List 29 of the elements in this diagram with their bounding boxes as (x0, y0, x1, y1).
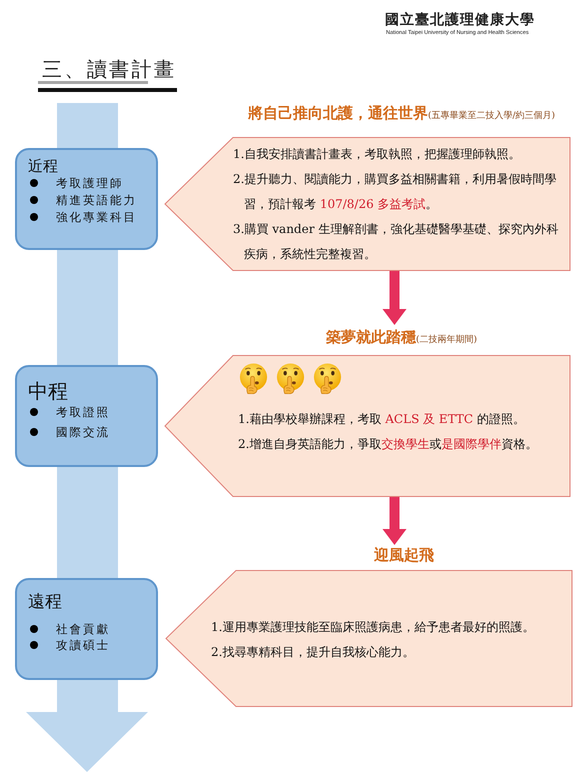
callout-heading: 築夢就此踏穩(二技兩年期間) (326, 328, 478, 348)
goal-item: 強化專業科目 (56, 209, 137, 225)
goal-item: 考取證照 (56, 404, 110, 420)
callout-heading: 將自己推向北護，通往世界(五專畢業至二技入學/約三個月) (248, 104, 556, 124)
goal-item: 社會貢獻 (56, 621, 110, 637)
callout-heading: 迎風起飛 (374, 546, 434, 564)
plan-item: 3.購買 vander 生理解剖書，強化基礎醫學基礎、探究內外科疾病，系統性完整複習。 (233, 221, 560, 263)
plan-item: 2.提升聽力、閱讀能力，購買多益相關書籍，利用暑假時間學習，預計報考 107/8/26 多益考試。 (233, 171, 558, 213)
goal-item: 攻讀碩士 (56, 637, 110, 653)
callout-panel (163, 545, 573, 707)
stage-card (15, 578, 158, 680)
university-name: 國立臺北護理健康大學 (385, 12, 535, 29)
page-title: 三、讀書計畫 (42, 57, 176, 81)
stage-heading: 中程 (28, 380, 68, 402)
goal-item: 國際交流 (56, 424, 110, 440)
plan-item: 1.藉由學校舉辦課程，考取 ACLS 及 ETTC 的證照。 (238, 411, 525, 428)
plan-item: 2.增進自身英語能力，爭取交換學生或是國際學伴資格。 (238, 436, 538, 453)
plan-item: 1.運用專業護理技能至臨床照護病患，給予患者最好的照護。 (211, 619, 534, 636)
stage-heading: 遠程 (28, 593, 62, 612)
stage-card (15, 365, 158, 467)
arrow (382, 271, 406, 325)
stage-heading: 近程 (28, 158, 58, 174)
arrow (382, 497, 406, 545)
plan-item: 1.自我安排讀書計畫表，考取執照，把握護理師執照。 (233, 146, 520, 163)
plan-item: 2.找尋專精科目，提升自我核心能力。 (211, 644, 414, 661)
callout-panel (163, 103, 571, 271)
goal-item: 考取護理師 (56, 175, 124, 191)
goal-item: 精進英語能力 (56, 192, 137, 208)
stage-card (15, 148, 158, 250)
